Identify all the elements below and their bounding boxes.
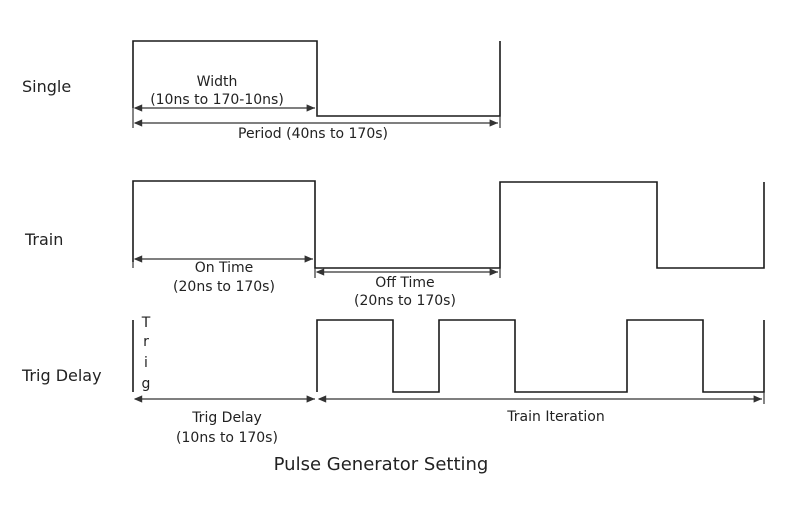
single-width-range: (10ns to 170-10ns) bbox=[150, 92, 284, 108]
trig-letter-4: g bbox=[142, 376, 151, 392]
single-width-label: Width bbox=[197, 74, 238, 90]
trig-delay-label: Trig Delay bbox=[191, 410, 262, 426]
row-label-trig-delay: Trig Delay bbox=[21, 366, 102, 385]
trig-letter-3: i bbox=[144, 355, 148, 371]
train-off-range: (20ns to 170s) bbox=[354, 293, 456, 309]
train-off-label: Off Time bbox=[375, 275, 434, 291]
trig-letter-2: r bbox=[143, 334, 149, 350]
row-label-train: Train bbox=[24, 230, 63, 249]
single-period-label: Period (40ns to 170s) bbox=[238, 126, 388, 142]
diagram-caption: Pulse Generator Setting bbox=[274, 454, 489, 475]
train-on-label: On Time bbox=[195, 260, 254, 276]
trig-letter-1: T bbox=[141, 315, 151, 331]
train-on-range: (20ns to 170s) bbox=[173, 279, 275, 295]
row-label-single: Single bbox=[22, 77, 71, 96]
single-waveform bbox=[132, 40, 501, 117]
train-waveform bbox=[132, 180, 765, 269]
train-iteration-label: Train Iteration bbox=[506, 409, 604, 425]
trig-delay-waveform bbox=[316, 319, 765, 393]
trig-delay-range: (10ns to 170s) bbox=[176, 430, 278, 446]
